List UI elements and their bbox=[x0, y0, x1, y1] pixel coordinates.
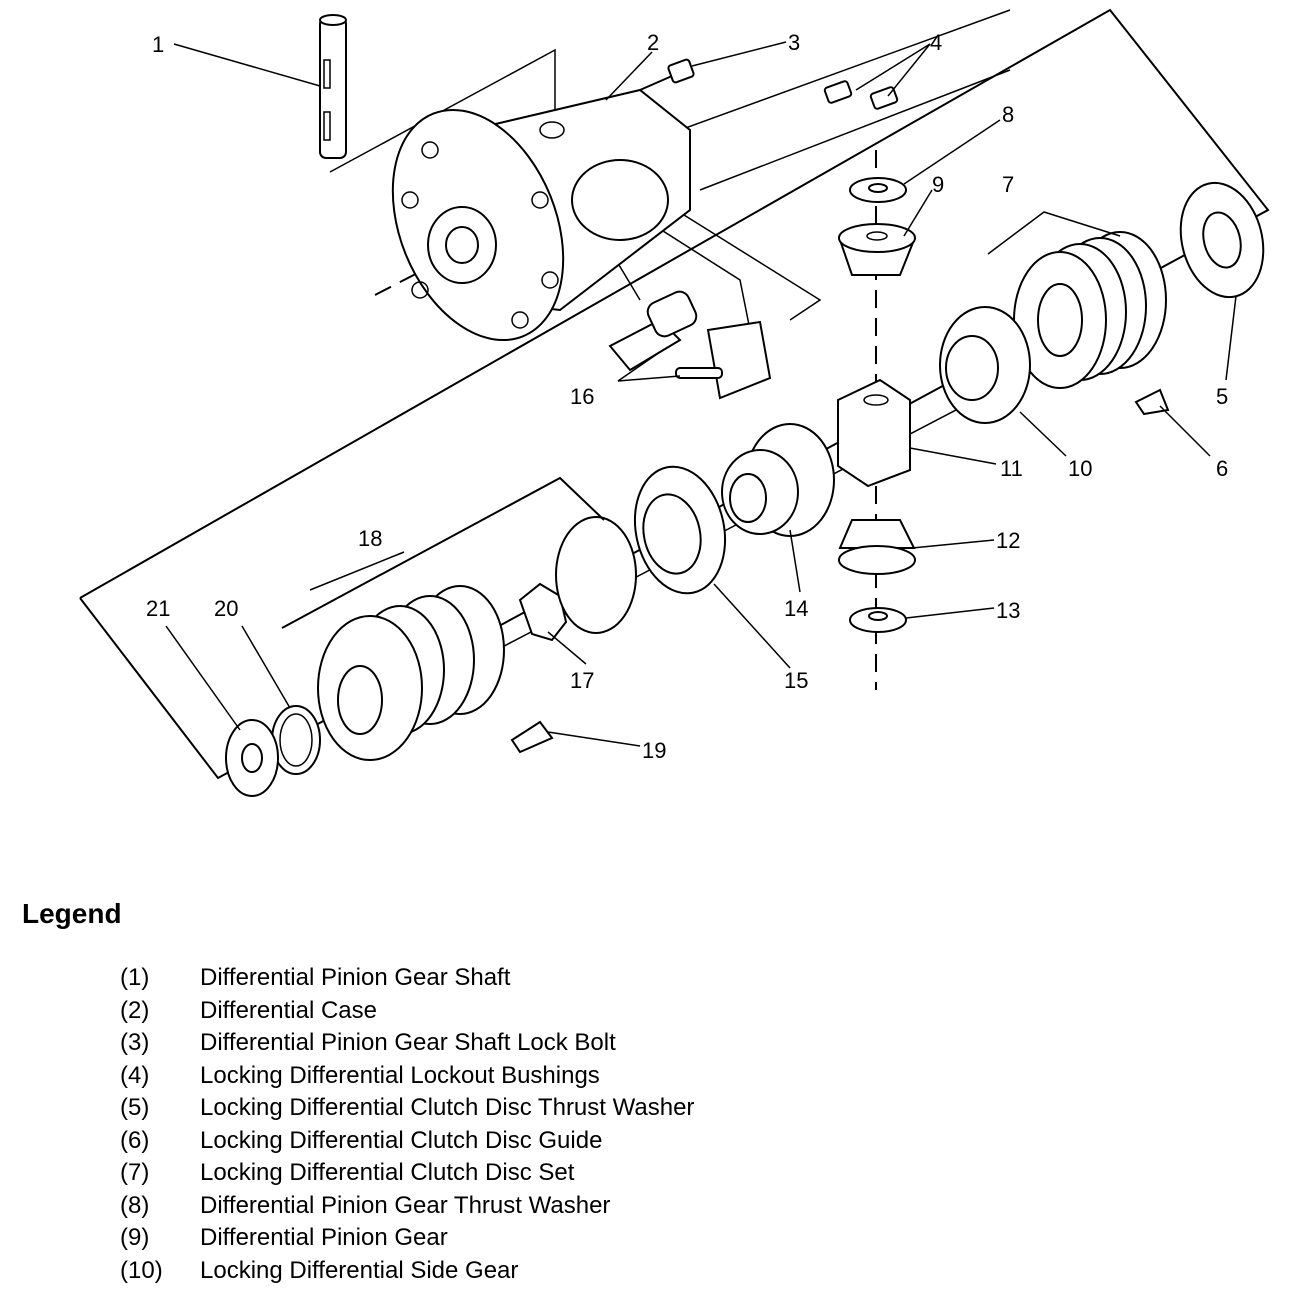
legend-item: (5) Locking Differential Clutch Disc Thru… bbox=[120, 1092, 694, 1125]
legend-item-number: (1) bbox=[120, 964, 150, 991]
callout-11: 11 bbox=[1000, 456, 1023, 481]
legend-item: (4) Locking Differential Lockout Bushings bbox=[120, 1060, 694, 1093]
callout-7: 7 bbox=[1002, 172, 1014, 197]
callout-2: 2 bbox=[647, 30, 659, 55]
callout-21: 21 bbox=[146, 596, 170, 621]
clutch-disc-set-left bbox=[281, 476, 637, 761]
legend-item: (10) Locking Differential Side Gear bbox=[120, 1255, 694, 1288]
pinion-thrust-washer-top bbox=[849, 177, 907, 203]
legend-item: (7) Locking Differential Clutch Disc Set bbox=[120, 1157, 694, 1190]
legend-item: (6) Locking Differential Clutch Disc Guid… bbox=[120, 1125, 694, 1158]
callout-17: 17 bbox=[570, 668, 594, 693]
lockout-assembly bbox=[608, 290, 772, 400]
clutch-plate bbox=[518, 582, 568, 642]
legend-item-label: Differential Case bbox=[200, 996, 377, 1024]
legend-item-label: Locking Differential Side Gear bbox=[200, 1256, 519, 1284]
pinion-gear-bottom bbox=[838, 519, 916, 575]
callout-8: 8 bbox=[1002, 102, 1014, 127]
pinion-gear-top bbox=[838, 223, 916, 276]
callout-1: 1 bbox=[152, 32, 164, 57]
clutch-disc-thrust-washer-left bbox=[225, 719, 279, 797]
callout-18: 18 bbox=[358, 526, 382, 551]
legend-item-label: Locking Differential Clutch Disc Set bbox=[200, 1159, 575, 1186]
clutch-disc-ring bbox=[633, 465, 727, 595]
legend-item-label: Locking Differential Clutch Disc Thrust … bbox=[200, 1094, 695, 1121]
pinion-thrust-washer-bottom bbox=[849, 607, 907, 633]
callout-14: 14 bbox=[784, 596, 808, 621]
legend-item-label: Differential Pinion Gear Thrust Washer bbox=[200, 1191, 611, 1219]
exploded-view-diagram: 1 2 3 4 5 6 7 8 9 10 11 12 13 14 15 16 1… bbox=[79, 8, 1270, 797]
legend-item-number: (7) bbox=[120, 1159, 150, 1186]
leader-lines bbox=[165, 41, 1237, 747]
callout-13: 13 bbox=[996, 598, 1020, 623]
clutch-disc-guide-left bbox=[510, 720, 554, 754]
legend-item-label: Locking Differential Clutch Disc Guide bbox=[200, 1126, 603, 1154]
legend-title: Legend bbox=[22, 898, 122, 929]
callout-16: 16 bbox=[570, 384, 594, 409]
side-gear-left bbox=[721, 423, 835, 537]
legend-item-number: (10) bbox=[120, 1256, 163, 1284]
side-gear-right bbox=[939, 306, 1031, 424]
callout-5: 5 bbox=[1216, 384, 1228, 409]
legend-item: (8) Differential Pinion Gear Thrust Washe… bbox=[120, 1190, 694, 1223]
legend-item-number: (2) bbox=[120, 996, 150, 1024]
callout-labels: 1 2 3 4 5 6 7 8 9 10 11 12 13 14 15 16 1… bbox=[146, 30, 1228, 763]
callout-9: 9 bbox=[932, 172, 944, 197]
legend-item-number: (6) bbox=[120, 1126, 150, 1154]
retaining-ring bbox=[271, 705, 321, 775]
clutch-disc-set-right bbox=[1013, 231, 1167, 389]
legend-item-number: (3) bbox=[120, 1029, 150, 1056]
clutch-disc-thrust-washer-right bbox=[1179, 181, 1265, 299]
thrust-block bbox=[837, 378, 911, 488]
legend-item-number: (8) bbox=[120, 1191, 150, 1219]
callout-4: 4 bbox=[930, 30, 942, 55]
differential-case bbox=[391, 88, 691, 342]
legend-item: (1) Differential Pinion Gear Shaft bbox=[120, 962, 694, 995]
assembly-outline bbox=[79, 8, 1270, 780]
callout-6: 6 bbox=[1216, 456, 1228, 481]
legend-item: (2) Differential Case bbox=[120, 995, 694, 1028]
callout-10: 10 bbox=[1068, 456, 1092, 481]
legend-item-number: (4) bbox=[120, 1061, 150, 1089]
callout-15: 15 bbox=[784, 668, 808, 693]
legend-item-label: Differential Pinion Gear Shaft Lock Bolt bbox=[200, 1029, 616, 1056]
legend-item: (3) Differential Pinion Gear Shaft Lock B… bbox=[120, 1027, 694, 1060]
legend-list: (1) Differential Pinion Gear Shaft (2) Dif… bbox=[120, 962, 694, 1287]
callout-12: 12 bbox=[996, 528, 1020, 553]
callout-3: 3 bbox=[788, 30, 800, 55]
lockout-bushings bbox=[823, 80, 899, 110]
callout-20: 20 bbox=[214, 596, 238, 621]
legend-item-label: Differential Pinion Gear Shaft bbox=[200, 964, 511, 991]
pinion-gear-shaft bbox=[319, 14, 347, 159]
callout-19: 19 bbox=[642, 738, 666, 763]
legend-item-label: Locking Differential Lockout Bushings bbox=[200, 1061, 600, 1089]
clutch-disc-guide bbox=[1134, 388, 1170, 416]
legend-item: (9) Differential Pinion Gear bbox=[120, 1222, 694, 1255]
legend-item-number: (9) bbox=[120, 1224, 150, 1251]
legend-item-label: Differential Pinion Gear bbox=[200, 1224, 448, 1251]
legend-item-number: (5) bbox=[120, 1094, 150, 1121]
lock-bolt bbox=[639, 58, 695, 91]
